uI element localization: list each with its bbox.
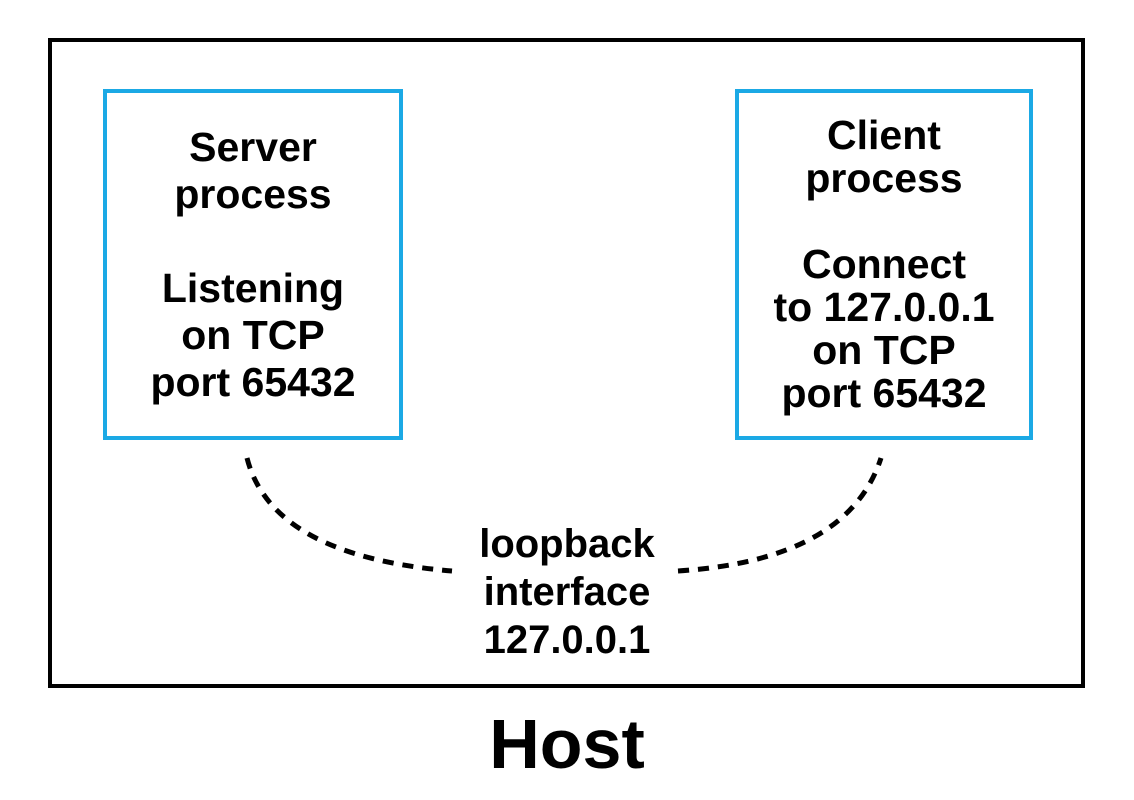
- host-label: Host: [489, 705, 645, 783]
- client-process-label: Client process Connect to 127.0.0.1 on T…: [773, 112, 995, 416]
- server-process-box: Server process Listening on TCP port 654…: [103, 89, 403, 440]
- loopback-interface-label: loopback interface 127.0.0.1: [479, 522, 655, 662]
- server-process-label: Server process Listening on TCP port 654…: [150, 123, 356, 405]
- client-process-box: Client process Connect to 127.0.0.1 on T…: [735, 89, 1033, 440]
